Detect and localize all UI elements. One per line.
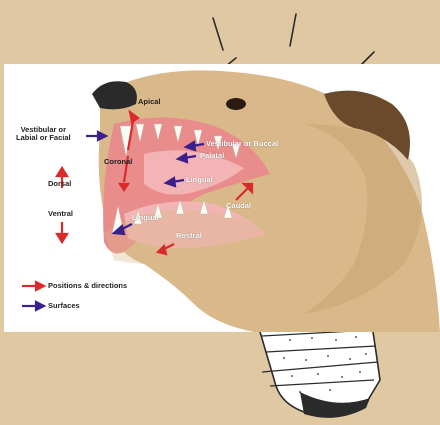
label-coronal: Coronal <box>104 158 132 166</box>
arrow-ventral-head <box>57 234 67 242</box>
label-ventral: Ventral <box>48 210 73 218</box>
label-palatal: Palatal <box>200 152 224 160</box>
legend-positions-label: Positions & directions <box>48 281 127 290</box>
legend-surfaces: Surfaces <box>48 301 80 310</box>
legend-positions: Positions & directions <box>48 281 127 290</box>
label-apical: Apical <box>138 98 161 106</box>
label-caudal: Caudal <box>226 202 251 210</box>
light-ray <box>290 14 296 46</box>
label-lingual-lower: Lingual <box>132 214 159 222</box>
dental-diagram-panel: Apical Vestibular or Labial or Facial Co… <box>4 64 440 332</box>
dog-eye <box>226 98 246 110</box>
label-vestibular-buccal: Vestibular or Buccal <box>206 140 278 148</box>
label-vestibular-labial: Vestibular or Labial or Facial <box>16 126 71 143</box>
lightbulb-base <box>258 325 380 418</box>
arrow-dorsal-head <box>57 168 67 176</box>
legend-surfaces-label: Surfaces <box>48 301 80 310</box>
light-ray <box>213 18 223 50</box>
dog-nose <box>92 81 137 109</box>
label-rostral: Rostral <box>176 232 202 240</box>
label-dorsal: Dorsal <box>48 180 71 188</box>
dog-head-illustration <box>4 64 440 332</box>
label-lingual-upper: Lingual <box>186 176 213 184</box>
